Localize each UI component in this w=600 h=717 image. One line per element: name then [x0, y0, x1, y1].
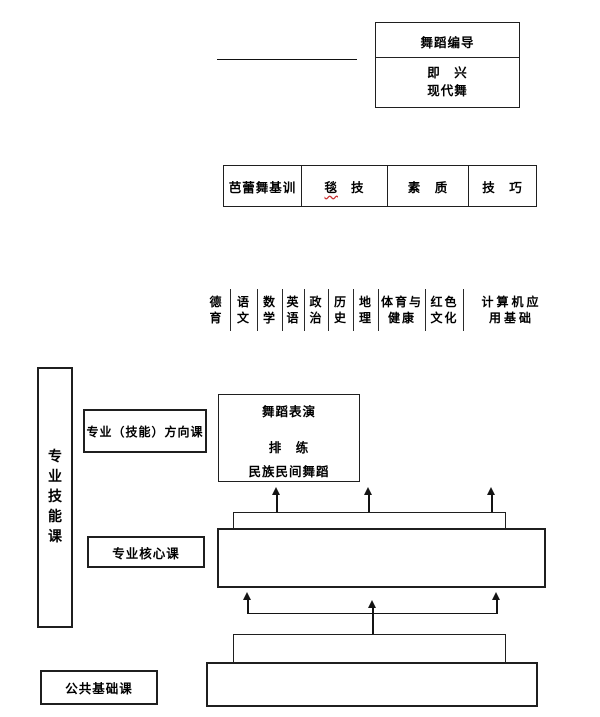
up-arrow	[364, 487, 374, 512]
core-course-label-box: 专业核心课	[87, 536, 205, 568]
performance-item-folk-dance: 民族民间舞蹈	[248, 465, 330, 479]
blank-fill-line	[217, 59, 357, 60]
subject-divider	[282, 289, 283, 331]
training-cell-quality: 素 质	[387, 166, 468, 206]
core-box-lid	[233, 512, 506, 528]
choreography-box: 舞蹈编导 即 兴 现代舞	[375, 22, 520, 108]
choreography-box-title: 舞蹈编导	[376, 23, 519, 58]
training-cell-mat-technique: 毯 技	[301, 166, 387, 206]
lower-connector-stem	[372, 614, 374, 635]
direction-course-label-box: 专业（技能）方向课	[83, 409, 207, 453]
choreography-item-modern-dance: 现代舞	[427, 84, 468, 98]
subject-divider	[304, 289, 305, 331]
subject-divider	[463, 289, 464, 331]
subject-math: 数学	[262, 295, 277, 325]
subject-divider	[328, 289, 329, 331]
skill-track-sidebar: 专业技能课	[37, 367, 73, 628]
core-course-box	[217, 528, 546, 588]
up-arrow	[272, 487, 282, 512]
basic-course-lower-box	[206, 662, 538, 707]
training-cell-skill: 技 巧	[468, 166, 536, 206]
subject-geography: 地理	[358, 295, 373, 325]
basic-course-upper-box	[233, 634, 506, 663]
subject-computer-basics: 计算机应用基础	[481, 295, 542, 325]
choreography-item-improv: 即 兴	[427, 66, 468, 80]
performance-item-rehearsal: 排 练	[268, 441, 310, 455]
performance-box: 舞蹈表演 排 练 民族民间舞蹈	[218, 394, 360, 482]
subject-english: 英语	[286, 295, 301, 325]
training-table: 芭蕾舞基训 毯 技 素 质 技 巧	[223, 165, 537, 207]
subject-divider	[257, 289, 258, 331]
subject-history: 历史	[333, 295, 348, 325]
lower-connector-line	[248, 613, 497, 614]
up-arrow	[492, 592, 502, 614]
basic-course-label-box: 公共基础课	[40, 670, 158, 705]
training-cell-mat-technique-flagged-char: 毯	[324, 180, 338, 195]
up-arrow	[368, 600, 378, 614]
training-cell-mat-technique-rest: 技	[351, 180, 365, 195]
subject-pe-health: 体育与健康	[380, 295, 423, 325]
training-cell-ballet-basics: 芭蕾舞基训	[228, 180, 297, 195]
subject-divider	[230, 289, 231, 331]
subject-divider	[378, 289, 379, 331]
public-subjects-strip: 德育 语文 数学 英语 政治 历史 地理 体育与健康 红色文化	[203, 288, 571, 332]
up-arrow	[243, 592, 253, 614]
performance-box-title: 舞蹈表演	[261, 405, 316, 419]
up-arrow	[487, 487, 497, 512]
skill-track-label: 专业技能课	[48, 449, 62, 545]
subject-moral-education: 德育	[209, 295, 224, 325]
subject-chinese: 语文	[236, 295, 251, 325]
subject-politics: 政治	[309, 295, 324, 325]
subject-divider	[425, 289, 426, 331]
subject-red-culture: 红色文化	[430, 295, 459, 325]
subject-divider	[353, 289, 354, 331]
